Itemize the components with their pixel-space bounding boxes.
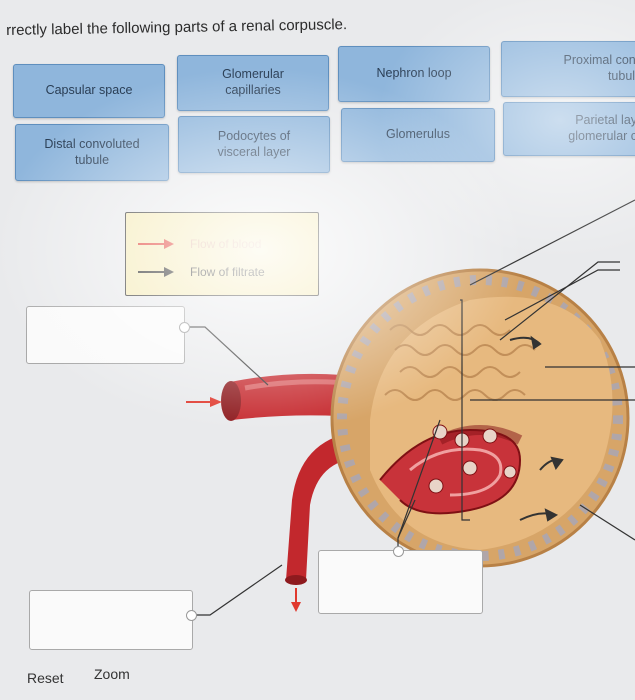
drop-target-efferent-label[interactable] bbox=[29, 590, 193, 650]
drop-target-handle bbox=[186, 610, 197, 621]
zoom-button[interactable]: Zoom bbox=[94, 666, 130, 682]
drop-target-afferent-label[interactable] bbox=[26, 306, 185, 364]
drop-target-handle bbox=[179, 322, 190, 333]
blood-outflow-arrow bbox=[291, 588, 301, 612]
drop-target-capillaries-label[interactable] bbox=[318, 550, 483, 614]
drop-target-handle bbox=[393, 546, 404, 557]
blood-inflow-arrow bbox=[186, 397, 222, 407]
reset-button[interactable]: Reset bbox=[27, 670, 64, 686]
afferent-arteriole-opening bbox=[221, 381, 241, 421]
